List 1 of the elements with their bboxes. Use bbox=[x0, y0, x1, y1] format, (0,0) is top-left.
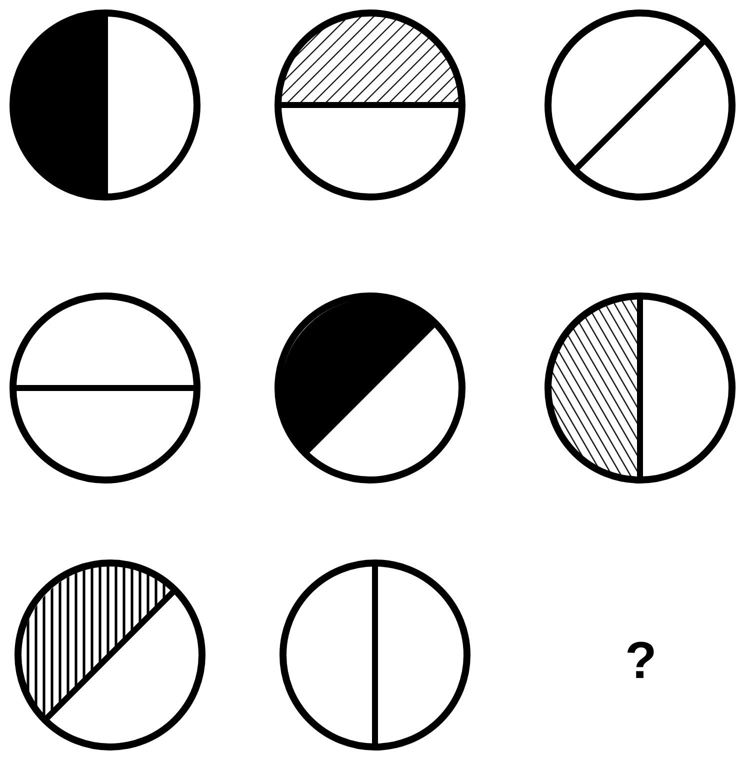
question-mark: ? bbox=[625, 635, 657, 687]
